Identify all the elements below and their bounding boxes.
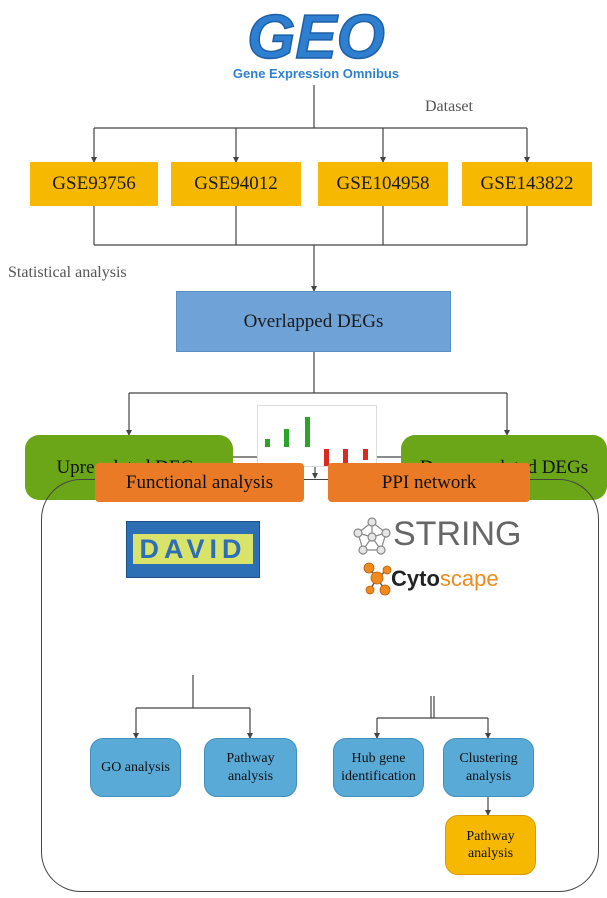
hub-gene-identification-box: Hub gene identification: [333, 738, 424, 797]
expression-bar-graphic: [265, 417, 368, 483]
down-bar-3: [363, 449, 368, 460]
david-logo: DAVID: [126, 521, 260, 578]
pathway-analysis-box-ppi: Pathway analysis: [445, 815, 536, 875]
analysis-container: [41, 479, 599, 892]
go-analysis-box: GO analysis: [90, 738, 181, 797]
up-bar-2: [284, 429, 289, 447]
geo-logo-text: GEO: [247, 4, 385, 66]
up-bar-1: [265, 439, 270, 447]
overlapped-degs-box: Overlapped DEGs: [176, 291, 451, 352]
cytoscape-logo-bold: Cyto: [391, 566, 440, 591]
statistical-analysis-label: Statistical analysis: [8, 264, 127, 281]
geo-logo-mark: GEO: [246, 2, 385, 73]
clustering-analysis-box: Clustering analysis: [443, 738, 534, 797]
cytoscape-logo-light: scape: [439, 566, 499, 591]
pathway-analysis-box: Pathway analysis: [204, 738, 297, 797]
dataset-label: Dataset: [425, 98, 473, 115]
geo-logo-subtitle: Gene Expression Omnibus: [232, 66, 400, 81]
string-logo-text: STRING: [393, 515, 522, 553]
functional-analysis-header: Functional analysis: [95, 463, 304, 502]
dataset-box-gse94012: GSE94012: [171, 162, 301, 206]
up-bar-3: [305, 417, 310, 447]
geo-logo: GEO Gene Expression Omnibus: [233, 2, 399, 90]
dataset-box-gse93756: GSE93756: [30, 162, 158, 206]
cytoscape-logo: Cytoscape: [361, 560, 511, 600]
ppi-network-header: PPI network: [328, 463, 530, 502]
expression-bar-icon: [257, 405, 377, 483]
dataset-box-gse143822: GSE143822: [462, 162, 592, 206]
down-bar-2: [343, 449, 348, 471]
dataset-box-gse104958: GSE104958: [318, 162, 448, 206]
david-logo-text: DAVID: [133, 534, 253, 564]
cytoscape-logo-text: Cytoscape: [391, 566, 499, 592]
string-network-icon: [353, 517, 391, 555]
cytoscape-network-icon: [363, 562, 392, 596]
string-logo: STRING: [352, 515, 522, 555]
